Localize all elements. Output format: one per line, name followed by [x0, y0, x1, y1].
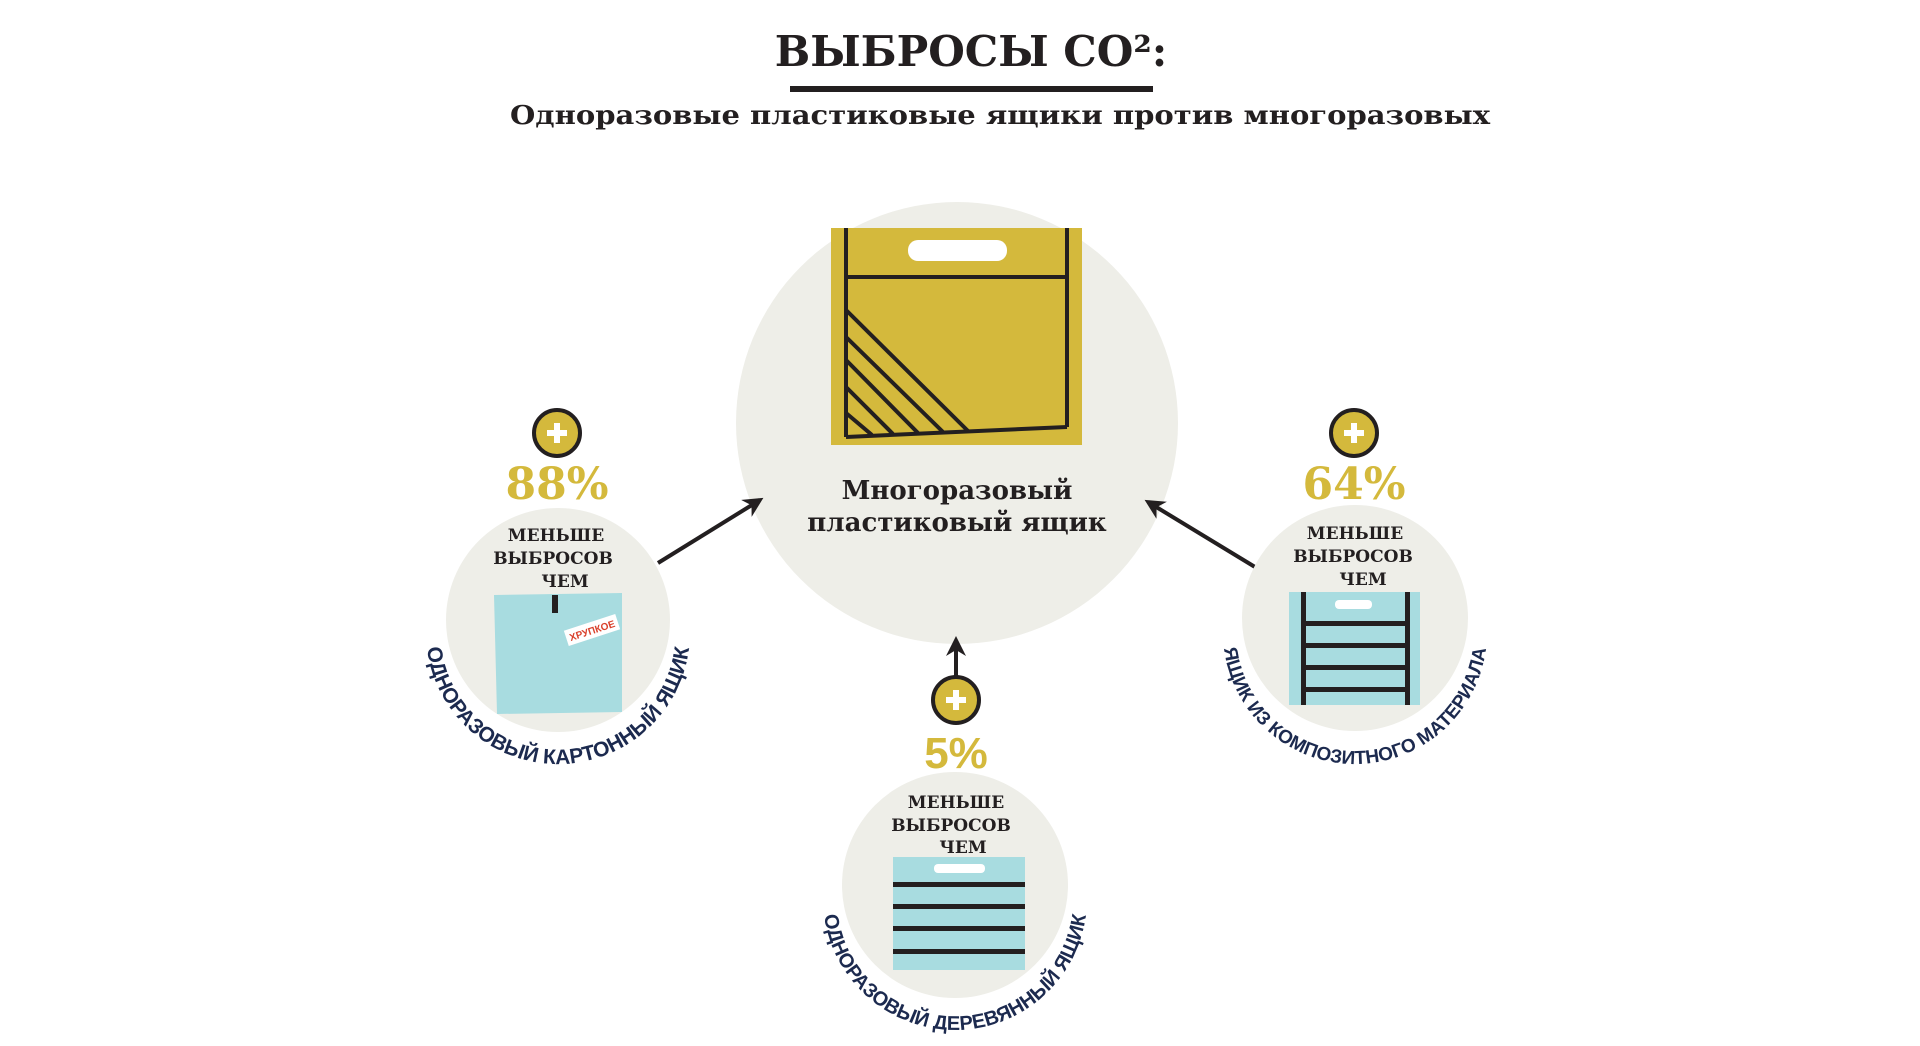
reusable-plastic-crate-icon — [831, 228, 1082, 445]
comparison-cardboard: 88% МЕНЬШЕ ВЫБРОСОВ ЧЕМ ХРУПКОЕ ОДНОРАЗО… — [422, 408, 694, 769]
arrow-composite-to-center — [1144, 499, 1257, 569]
less-line1: МЕНЬШЕ — [508, 526, 604, 546]
comparison-wooden: 5% МЕНЬШЕ ВЫБРОСОВ ЧЕМ ОДНОРАЗОВЫЙ ДЕРЕВ… — [819, 675, 1091, 1035]
percent-value: 64% — [1302, 459, 1405, 510]
center-label-line2: пластиковый ящик — [807, 508, 1107, 538]
plus-icon — [931, 675, 981, 725]
page-title: ВЫБРОСЫ CO²: — [775, 27, 1167, 76]
comparison-composite: 64% МЕНЬШЕ ВЫБРОСОВ ЧЕМ ЯЩИК ИЗ КОМПОЗИТ… — [1219, 408, 1491, 769]
plus-icon — [1329, 408, 1379, 458]
less-line3: ЧЕМ — [1339, 570, 1386, 590]
plus-icon — [532, 408, 582, 458]
percent-value: 5% — [924, 729, 988, 778]
arrow-cardboard-to-center — [656, 497, 764, 565]
less-line1: МЕНЬШЕ — [908, 793, 1004, 813]
composite-crate-icon — [1289, 592, 1420, 705]
less-line2: ВЫБРОСОВ — [891, 816, 1011, 836]
center-reusable-crate: Многоразовый пластиковый ящик — [736, 202, 1178, 644]
page-subtitle: Одноразовые пластиковые ящики против мно… — [510, 101, 1491, 131]
title-underline — [790, 86, 1153, 92]
less-line3: ЧЕМ — [541, 572, 588, 592]
percent-value: 88% — [505, 459, 608, 510]
less-line1: МЕНЬШЕ — [1307, 524, 1403, 544]
less-line2: ВЫБРОСОВ — [1293, 547, 1413, 567]
less-line2: ВЫБРОСОВ — [493, 549, 613, 569]
less-line3: ЧЕМ — [939, 838, 986, 858]
center-label-line1: Многоразовый — [842, 476, 1073, 506]
cardboard-box-icon: ХРУПКОЕ — [494, 593, 622, 714]
wooden-crate-icon — [893, 857, 1025, 970]
